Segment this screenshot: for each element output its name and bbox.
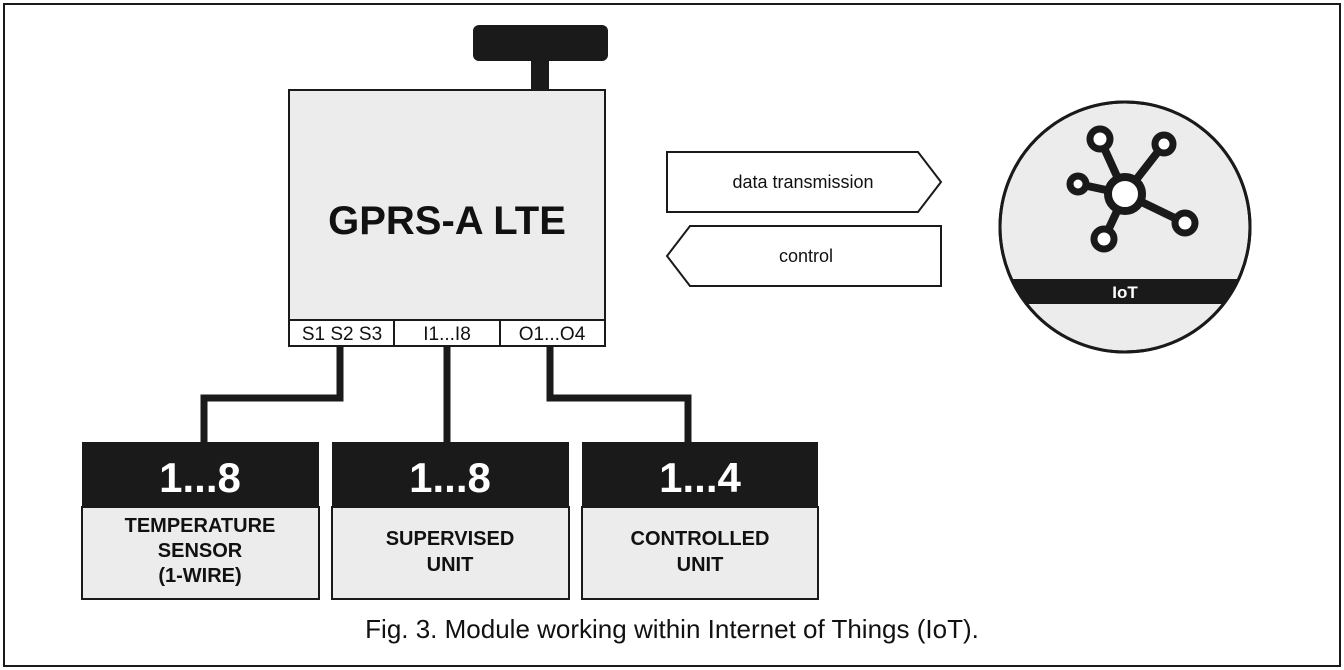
unit-controlled: 1...4 CONTROLLED UNIT [581, 442, 819, 600]
port-label-outputs: O1...O4 [519, 324, 586, 345]
unit-label-line: CONTROLLED [631, 528, 770, 550]
unit-temperature-sensor: 1...8 TEMPERATURE SENSOR (1-WIRE) [81, 442, 320, 600]
port-label-inputs: I1...I8 [423, 324, 471, 345]
network-hub-icon [1066, 125, 1199, 253]
data-transmission-label: data transmission [732, 172, 873, 192]
unit-label-line: SENSOR [158, 540, 243, 562]
unit-label-line: TEMPERATURE [125, 515, 276, 537]
unit-label-line: SUPERVISED [386, 528, 515, 550]
control-arrow: control [665, 225, 942, 287]
control-label: control [779, 246, 833, 266]
unit-label-line: UNIT [677, 554, 724, 576]
unit-count: 1...8 [409, 454, 491, 501]
line-outputs [546, 346, 692, 442]
figure-caption: Fig. 3. Module working within Internet o… [365, 614, 979, 644]
unit-count: 1...8 [159, 454, 241, 501]
module-title: GPRS-A LTE [328, 199, 566, 243]
iot-label: IoT [1112, 283, 1138, 302]
unit-supervised: 1...8 SUPERVISED UNIT [331, 442, 570, 600]
port-label-sensors: S1 S2 S3 [302, 324, 382, 345]
unit-count: 1...4 [659, 454, 741, 501]
data-transmission-arrow: data transmission [666, 151, 943, 213]
connection-lines [200, 346, 692, 442]
gprs-module: GPRS-A LTE S1 S2 S3 I1...I8 O1...O4 [288, 89, 606, 347]
antenna-icon [473, 25, 608, 90]
line-sensors [200, 346, 344, 442]
unit-label-line: UNIT [427, 554, 474, 576]
unit-label-line: (1-WIRE) [158, 565, 241, 587]
iot-cloud: IoT [998, 100, 1252, 354]
